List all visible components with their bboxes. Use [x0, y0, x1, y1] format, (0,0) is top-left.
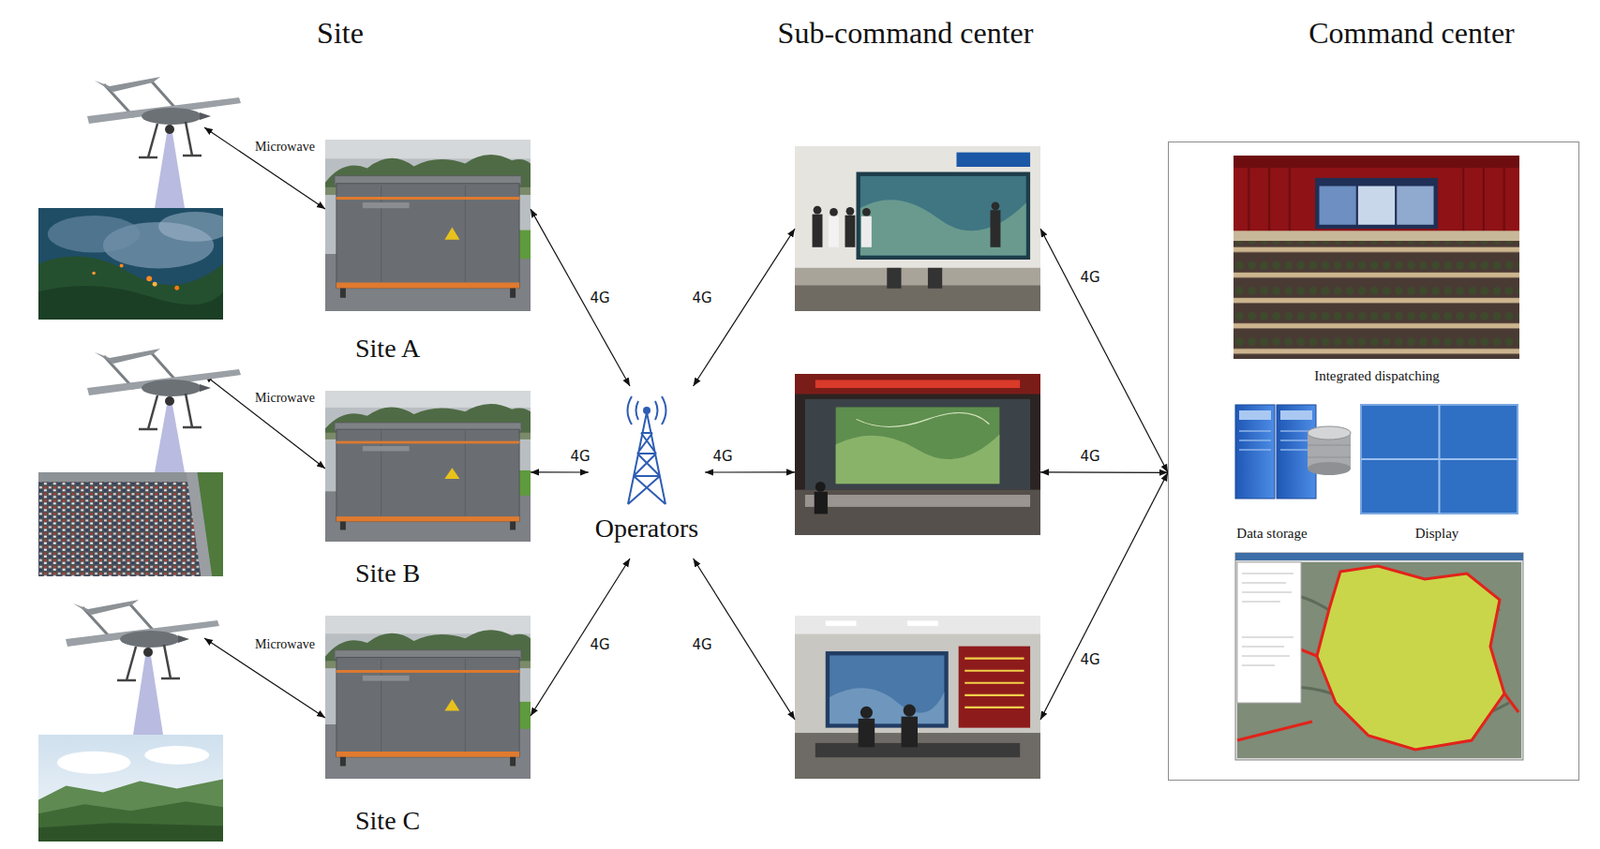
edge-label: 4G	[1077, 448, 1102, 465]
cell-tower	[628, 396, 667, 505]
gis-map-screenshot-part	[1235, 553, 1524, 761]
site-station: Site A	[325, 139, 531, 312]
gis-map-screenshot-part-part	[1241, 583, 1286, 584]
drone	[87, 348, 241, 430]
edge-label: 4G	[587, 637, 612, 654]
forest-fire-photo	[38, 208, 233, 320]
gis-map-screenshot-part-part	[1241, 646, 1285, 648]
edge-label: 4G	[1077, 269, 1102, 286]
camera-cones-part	[154, 404, 185, 473]
site-name: Site C	[355, 806, 420, 837]
display-wall-icon	[1360, 404, 1518, 514]
drone-links-part	[204, 374, 326, 469]
connector	[693, 228, 795, 387]
operator-name: Operators	[595, 513, 699, 544]
mountain-photo	[38, 734, 224, 842]
server-icon	[1235, 404, 1351, 499]
gis-map-screenshot-part-part	[1241, 665, 1275, 667]
connector	[1040, 472, 1168, 720]
server-icon-part	[1280, 410, 1313, 420]
connector	[1040, 228, 1168, 473]
server-icon-part	[1239, 410, 1272, 420]
gis-map-screenshot-part-part	[1241, 656, 1290, 658]
control-room-photo	[794, 146, 1041, 312]
station-photo	[325, 390, 531, 542]
server-icon-part	[1239, 431, 1313, 450]
drone-links-part	[204, 127, 326, 210]
cell-tower-part	[642, 406, 651, 415]
server-icon-part	[1235, 404, 1275, 499]
control-room-photo	[794, 373, 1041, 536]
link-label: Microwave	[253, 390, 317, 406]
camera-cones-part	[133, 656, 164, 735]
cell-tower-part	[628, 396, 667, 505]
site-name: Site B	[355, 558, 420, 589]
gis-map-screenshot-part-part	[1241, 637, 1294, 639]
server-icon-part	[1307, 426, 1351, 440]
server-icon-part	[1307, 457, 1351, 459]
camera-cones-part	[154, 133, 185, 209]
command-center-panel: Integrated dispatchingData storage Displa…	[1167, 141, 1580, 781]
server-icon-part-part	[1280, 448, 1313, 451]
server-icon-part	[1307, 462, 1351, 476]
edge-label: 4G	[568, 448, 592, 465]
server-icon-part	[1307, 445, 1351, 447]
icon-caption: Display	[1415, 525, 1460, 542]
connector	[530, 558, 630, 717]
operator-tower: Operators	[588, 386, 705, 559]
connector	[530, 209, 630, 387]
site-station: Site B	[325, 390, 531, 542]
cell-tower-part-part	[628, 412, 666, 505]
drone	[87, 76, 241, 158]
link-label: Microwave	[253, 139, 317, 155]
gis-map-screenshot-part	[1235, 553, 1524, 561]
icon-caption: Data storage	[1236, 525, 1307, 542]
gis-map-screenshot-part	[1237, 562, 1301, 703]
edge-label: 4G	[689, 290, 714, 307]
edge-label: 4G	[587, 290, 612, 307]
edge-label: 4G	[1077, 652, 1102, 669]
site-name: Site A	[355, 333, 420, 364]
photo-caption: Integrated dispatching	[1314, 368, 1440, 385]
column-heading: Command center	[1308, 15, 1514, 51]
link-label: Microwave	[253, 637, 317, 653]
drone	[65, 599, 220, 681]
server-icon-part-part	[1280, 439, 1313, 442]
gis-map-screenshot-part-part	[1241, 573, 1294, 575]
gis-map-screenshot-part	[1316, 566, 1505, 750]
display-wall-icon-part	[1360, 458, 1518, 461]
gis-map-screenshot-part-part	[1241, 601, 1281, 603]
server-icon-part-part	[1239, 430, 1272, 433]
control-room-photo	[794, 615, 1041, 779]
sub-command-room	[794, 615, 1041, 779]
dispatch-hall-photo	[1233, 155, 1520, 359]
traffic-photo	[38, 472, 224, 577]
display-wall-icon-part	[1360, 404, 1518, 514]
gis-map-screenshot-part	[1237, 562, 1522, 759]
sub-command-room	[794, 373, 1041, 536]
server-icon-part-part	[1239, 439, 1272, 442]
edge-label: 4G	[689, 637, 714, 654]
gis-map-screenshot-part	[1241, 573, 1294, 666]
connector	[530, 471, 589, 473]
station-photo	[325, 615, 531, 779]
column-heading: Site	[316, 15, 364, 51]
edge-label: 4G	[710, 448, 734, 465]
station-photo	[325, 139, 531, 312]
sub-command-room	[794, 146, 1041, 312]
connector	[1040, 471, 1168, 474]
column-heading: Sub-command center	[777, 15, 1034, 51]
server-icon-part-part	[1239, 448, 1272, 451]
gis-map-screenshot-part-part	[1241, 592, 1292, 594]
site-station: Site C	[325, 615, 531, 779]
gis-map-screenshot	[1235, 553, 1524, 761]
connector	[704, 471, 795, 473]
cell-tower-part-part	[628, 396, 667, 425]
